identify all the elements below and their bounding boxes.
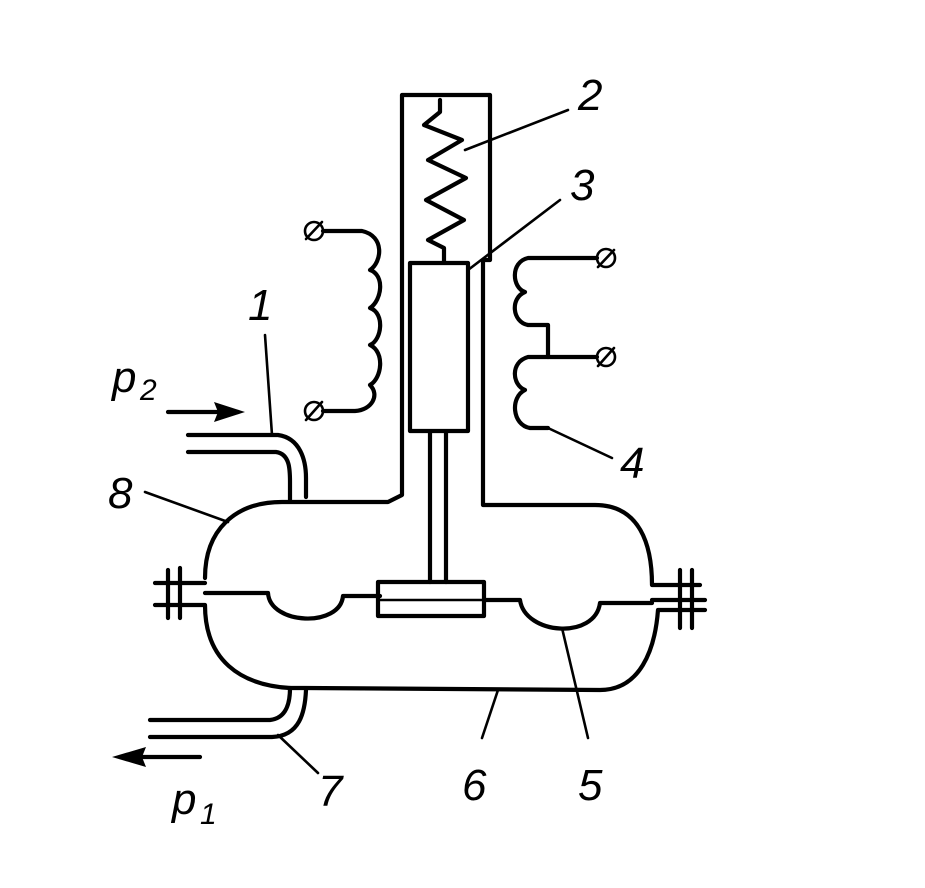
armature <box>407 260 471 434</box>
right-coil <box>512 247 617 431</box>
valve-stem <box>427 429 449 585</box>
leader-2 <box>463 108 570 152</box>
label-p1: p 1 <box>170 775 217 831</box>
outlet-pipe <box>147 685 309 740</box>
diaphragm-membrane <box>202 590 655 631</box>
outlet-flow-arrow <box>112 747 203 767</box>
diaphragm <box>202 579 655 631</box>
label-p2: p 2 <box>110 353 157 407</box>
label-p1-sub: 1 <box>200 798 217 831</box>
armature-assembly <box>407 260 471 585</box>
label-p2-main: p <box>110 353 136 402</box>
leader-8 <box>143 490 230 524</box>
leader-5 <box>560 626 590 740</box>
inlet-pipe <box>185 432 309 503</box>
inlet-flow-arrow <box>165 402 245 422</box>
leader-4 <box>546 426 614 460</box>
left-flange-bolts <box>165 565 183 621</box>
right-coil-winding <box>512 255 600 431</box>
leader-1 <box>263 333 274 437</box>
leader-6 <box>480 688 500 740</box>
upper-chamber-wall <box>202 92 703 588</box>
label-2: 2 <box>577 71 602 120</box>
label-6: 6 <box>462 761 487 810</box>
valve-housing <box>152 92 708 693</box>
label-1: 1 <box>248 281 272 330</box>
leader-lines <box>143 108 614 775</box>
lower-chamber-wall <box>152 602 708 693</box>
spring <box>421 97 469 265</box>
label-3: 3 <box>570 161 595 210</box>
label-4: 4 <box>620 439 644 488</box>
leader-3 <box>466 198 562 272</box>
label-7: 7 <box>318 767 344 816</box>
leader-7 <box>276 733 320 775</box>
label-5: 5 <box>578 761 603 810</box>
label-8: 8 <box>108 469 133 518</box>
label-p2-sub: 2 <box>139 374 157 407</box>
left-coil <box>303 220 383 422</box>
left-coil-winding <box>320 228 383 414</box>
label-p1-main: p <box>170 775 196 824</box>
